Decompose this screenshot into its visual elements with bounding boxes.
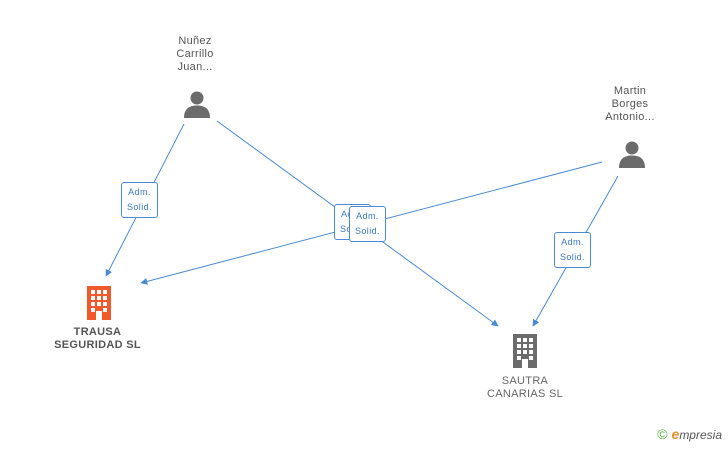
- edge-label-martin-trausa[interactable]: Adm. Solid.: [349, 206, 386, 242]
- edge-label-text-1: Adm.: [561, 237, 584, 247]
- person-martin-name[interactable]: Martin Borges Antonio...: [585, 85, 675, 124]
- person-nunez-line-2: Carrillo: [176, 48, 214, 60]
- company-trausa-building-icon[interactable]: [84, 285, 114, 321]
- copyright-icon: ©: [657, 426, 668, 442]
- person-nunez-icon[interactable]: [182, 89, 212, 119]
- edge-label-text-2: Solid.: [355, 226, 380, 236]
- company-sautra-line-1: SAUTRA: [501, 375, 549, 387]
- person-martin-line-1: Martin: [613, 85, 647, 97]
- person-nunez-name[interactable]: Nuñez Carrillo Juan...: [150, 35, 240, 74]
- edge-label-text-2: Solid.: [127, 202, 152, 212]
- person-martin-icon[interactable]: [617, 139, 647, 169]
- edge-label-nunez-trausa[interactable]: Adm. Solid.: [121, 182, 158, 218]
- company-sautra-name[interactable]: SAUTRA CANARIAS SL: [470, 375, 580, 401]
- edge-label-martin-sautra[interactable]: Adm. Solid.: [554, 232, 591, 268]
- empresia-watermark: © empresia: [657, 426, 722, 442]
- empresia-logo: empresia: [671, 426, 722, 442]
- edge-label-text-1: Adm.: [356, 211, 379, 221]
- company-trausa-line-1: TRAUSA: [73, 326, 122, 338]
- person-nunez-line-3: Juan...: [177, 61, 213, 73]
- company-sautra-building-icon[interactable]: [510, 333, 540, 369]
- company-trausa-name[interactable]: TRAUSA SEGURIDAD SL: [40, 326, 155, 352]
- edge-label-text-2: Solid.: [560, 252, 585, 262]
- person-nunez-line-1: Nuñez: [178, 35, 212, 47]
- company-sautra-line-2: CANARIAS SL: [486, 388, 564, 400]
- edge-label-text-1: Adm.: [128, 187, 151, 197]
- company-trausa-line-2: SEGURIDAD SL: [54, 339, 141, 351]
- person-martin-line-3: Antonio...: [605, 111, 655, 123]
- person-martin-line-2: Borges: [611, 98, 649, 110]
